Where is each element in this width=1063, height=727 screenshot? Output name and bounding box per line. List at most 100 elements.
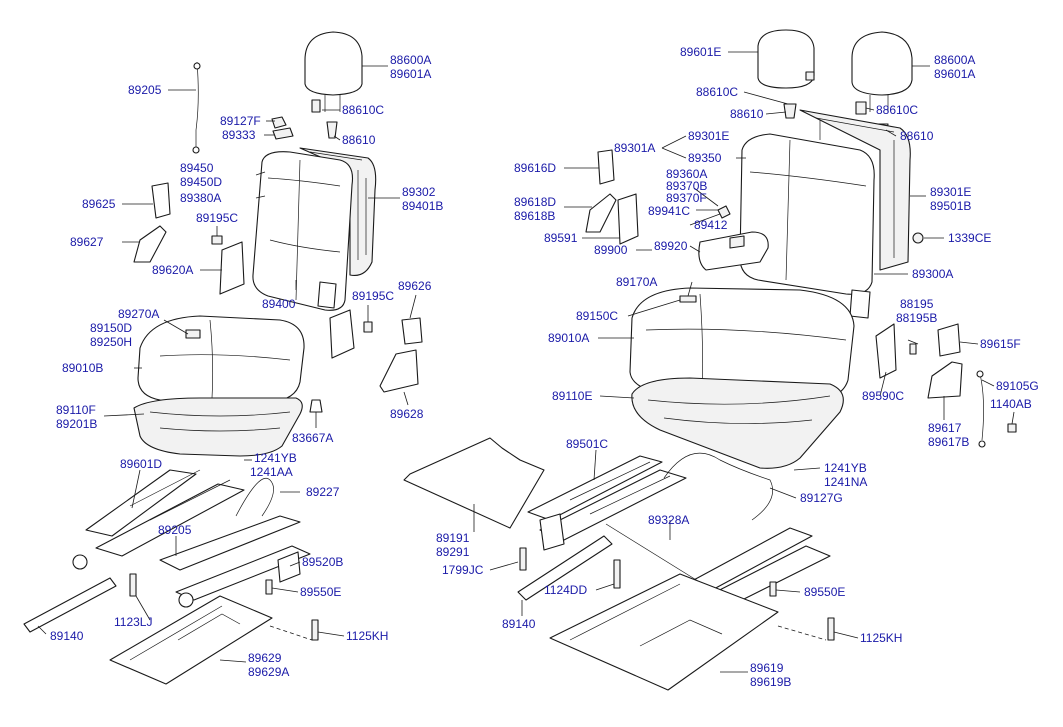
label-88600a-right: 88600A	[934, 53, 975, 67]
label-89195c-left: 89195C	[196, 211, 238, 225]
label-89616d: 89616D	[514, 161, 556, 175]
label-89291: 89291	[436, 545, 470, 559]
label-89301e-a: 89301E	[688, 129, 729, 143]
label-88610-right-a: 88610	[730, 107, 764, 121]
left-seat-assembly	[23, 31, 423, 685]
seat-back-frame-left	[299, 147, 377, 277]
label-89191: 89191	[436, 531, 470, 545]
label-89150c: 89150C	[576, 309, 618, 323]
label-89333: 89333	[222, 128, 256, 142]
seat-back-cushion-left	[252, 151, 354, 311]
label-89550e-right: 89550E	[804, 585, 845, 599]
label-89615f: 89615F	[980, 337, 1021, 351]
label-89629: 89629	[248, 651, 282, 665]
label-1125kh-left: 1125KH	[346, 629, 388, 643]
label-89601a-right: 89601A	[934, 67, 975, 81]
seat-cushion-left	[137, 315, 305, 403]
label-89626: 89626	[398, 279, 432, 293]
label-89590c: 89590C	[862, 389, 904, 403]
label-89629a: 89629A	[248, 665, 289, 679]
label-88195b: 88195B	[896, 311, 937, 325]
label-89550e-left: 89550E	[300, 585, 341, 599]
label-89205-bottom: 89205	[158, 523, 192, 537]
label-89501c: 89501C	[566, 437, 608, 451]
label-1241yb-left: 1241YB	[254, 451, 297, 465]
label-89620a: 89620A	[152, 263, 193, 277]
label-88610c-right-a: 88610C	[696, 85, 738, 99]
label-89628: 89628	[390, 407, 424, 421]
label-89941c: 89941C	[648, 204, 690, 218]
label-89227: 89227	[306, 485, 340, 499]
label-89370b: 89370B	[666, 179, 707, 193]
label-89619b: 89619B	[750, 675, 791, 689]
label-89501b: 89501B	[930, 199, 971, 213]
armrest	[698, 231, 769, 271]
label-89110f: 89110F	[56, 403, 96, 417]
label-1125kh-right: 1125KH	[860, 631, 902, 645]
label-89127g: 89127G	[800, 491, 843, 505]
label-88195: 88195	[900, 297, 934, 311]
bench-back-cushion	[739, 133, 875, 295]
label-89300a: 89300A	[912, 267, 953, 281]
under-tray-left	[109, 595, 273, 685]
label-89618b: 89618B	[514, 209, 555, 223]
label-89201b: 89201B	[56, 417, 97, 431]
label-89400: 89400	[262, 297, 296, 311]
seat-pan-left	[133, 397, 303, 457]
label-89150d: 89150D	[90, 321, 132, 335]
label-89140-left: 89140	[50, 629, 84, 643]
label-89920: 89920	[654, 239, 688, 253]
label-1339ce: 1339CE	[948, 231, 991, 245]
label-88600a-left: 88600A	[390, 53, 431, 67]
label-89205-top: 89205	[128, 83, 162, 97]
label-1799jc: 1799JC	[442, 563, 484, 577]
label-89328a: 89328A	[648, 513, 689, 527]
right-seat-assembly	[269, 29, 1017, 691]
label-1241aa: 1241AA	[250, 465, 293, 479]
label-89360a: 89360A	[666, 167, 707, 181]
label-89010a: 89010A	[548, 331, 589, 345]
label-1241na: 1241NA	[824, 475, 867, 489]
label-89250h: 89250H	[90, 335, 132, 349]
label-88610-left: 88610	[342, 133, 376, 147]
label-89105g: 89105G	[996, 379, 1039, 393]
label-89601e: 89601E	[680, 45, 721, 59]
label-89601a-left: 89601A	[390, 67, 431, 81]
label-1124dd: 1124DD	[544, 583, 587, 597]
label-83667a: 83667A	[292, 431, 333, 445]
under-tray-right	[549, 573, 779, 691]
headrest-left	[304, 31, 363, 96]
label-89270a: 89270A	[118, 307, 159, 321]
label-89619: 89619	[750, 661, 784, 675]
label-89617b: 89617B	[928, 435, 969, 449]
label-89302: 89302	[402, 185, 436, 199]
headrest-right-b	[851, 31, 913, 96]
label-89520b: 89520B	[302, 555, 343, 569]
label-89591: 89591	[544, 231, 578, 245]
label-89401b: 89401B	[402, 199, 443, 213]
bench-back-frame	[799, 109, 911, 271]
label-89301e-b: 89301E	[930, 185, 971, 199]
label-89900: 89900	[594, 243, 628, 257]
label-89618d: 89618D	[514, 195, 556, 209]
label-1123lj: 1123LJ	[114, 615, 152, 629]
label-88610-right-b: 88610	[900, 129, 934, 143]
label-89625: 89625	[82, 197, 116, 211]
label-89350: 89350	[688, 151, 722, 165]
label-89301a: 89301A	[614, 141, 655, 155]
floor-mat	[403, 437, 545, 529]
label-89617: 89617	[928, 421, 962, 435]
label-89412: 89412	[694, 218, 728, 232]
label-89195c-right: 89195C	[352, 289, 394, 303]
label-89010b: 89010B	[62, 361, 103, 375]
label-1241yb-right: 1241YB	[824, 461, 867, 475]
label-88610c-right-b: 88610C	[876, 103, 918, 117]
label-1140ab: 1140AB	[990, 397, 1032, 411]
label-89380a: 89380A	[180, 191, 221, 205]
label-89370f: 89370F	[666, 191, 707, 205]
label-89140-right: 89140	[502, 617, 536, 631]
label-89170a: 89170A	[616, 275, 657, 289]
leader-lines	[37, 51, 1015, 673]
label-88610c-left: 88610C	[342, 103, 384, 117]
